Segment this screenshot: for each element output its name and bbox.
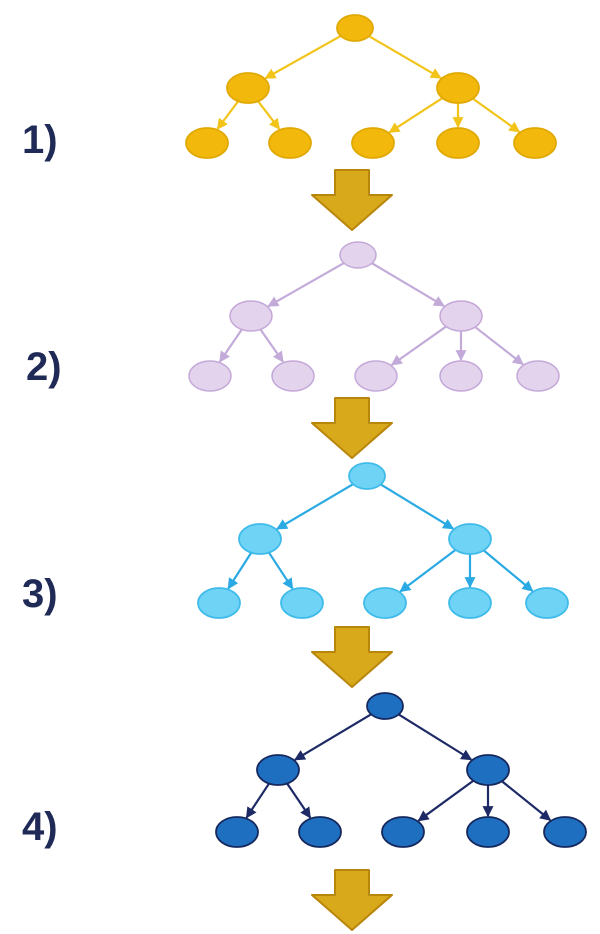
- tree-edge: [245, 782, 270, 819]
- tree-edge: [399, 549, 457, 593]
- down-arrow-icon: [311, 869, 393, 931]
- down-arrow-shape: [311, 869, 393, 931]
- down-arrow-shape: [311, 626, 393, 688]
- tree-internal-node: [256, 754, 300, 786]
- tree-leaf-node: [354, 360, 398, 392]
- tree-internal-node: [466, 754, 510, 786]
- step-label-2: 2): [26, 345, 62, 389]
- tree-leaf-node: [513, 127, 557, 159]
- tree-leaf-node: [298, 816, 342, 848]
- tree-edge: [390, 325, 447, 366]
- tree-edge: [368, 35, 442, 79]
- down-arrow-shape: [311, 169, 393, 231]
- tree-leaf-node: [466, 816, 510, 848]
- tree-edge: [267, 551, 294, 590]
- down-arrow-icon: [311, 169, 393, 231]
- down-arrow-shape: [311, 397, 393, 459]
- tree-edge: [267, 262, 345, 308]
- tree-diagram-3: [197, 462, 569, 619]
- tree-edge: [216, 100, 240, 130]
- down-arrow-icon: [311, 626, 393, 688]
- tree-leaf-node: [271, 360, 315, 392]
- step-4: 4): [22, 692, 587, 849]
- tree-leaf-node: [268, 127, 312, 159]
- tree-edge: [294, 713, 372, 761]
- tree-internal-node: [439, 300, 483, 332]
- step-2: 2): [26, 241, 560, 392]
- tree-root-node: [339, 241, 377, 269]
- tree-leaf-node: [381, 816, 425, 848]
- tree-diagram-4: [215, 692, 587, 848]
- tree-edge: [417, 779, 474, 822]
- tree-leaf-node: [436, 127, 480, 159]
- tree-edge: [218, 328, 243, 363]
- tree-leaf-node: [188, 360, 232, 392]
- tree-edge: [264, 35, 342, 80]
- down-arrow-icon: [311, 397, 393, 459]
- tree-internal-node: [448, 523, 492, 555]
- tree-edge: [472, 97, 521, 133]
- tree-edge: [380, 483, 455, 530]
- tree-leaf-node: [543, 816, 587, 848]
- tree-edge: [482, 549, 534, 592]
- step-1: 1): [22, 14, 557, 162]
- tree-diagram-1: [185, 14, 557, 159]
- tree-edge: [388, 97, 444, 134]
- step-label-4: 4): [22, 805, 58, 849]
- tree-edge: [371, 262, 445, 307]
- tree-root-node: [336, 14, 374, 42]
- tree-internal-node: [436, 72, 480, 104]
- tree-root-node: [366, 692, 404, 720]
- tree-leaf-node: [525, 587, 569, 619]
- tree-leaf-node: [197, 587, 241, 619]
- tree-edge: [474, 326, 524, 366]
- tree-root-node: [348, 462, 386, 490]
- tree-leaf-node: [439, 360, 483, 392]
- step-label-1: 1): [22, 118, 58, 162]
- tree-leaf-node: [215, 816, 259, 848]
- tree-edge: [227, 552, 253, 590]
- tree-internal-node: [238, 523, 282, 555]
- tree-leaf-node: [363, 587, 407, 619]
- tree-internal-node: [229, 300, 273, 332]
- tree-edge: [398, 713, 473, 761]
- tree-internal-node: [226, 72, 270, 104]
- step-3: 3): [22, 462, 569, 619]
- tree-leaf-node: [185, 127, 229, 159]
- tree-leaf-node: [280, 587, 324, 619]
- tree-leaf-node: [351, 127, 395, 159]
- tree-edge: [276, 483, 354, 530]
- tree-edge: [257, 100, 281, 130]
- tree-diagram-2: [188, 241, 560, 392]
- tree-edge: [286, 782, 312, 819]
- tree-leaf-node: [516, 360, 560, 392]
- step-label-3: 3): [22, 572, 58, 616]
- tree-edge: [259, 328, 284, 363]
- tree-leaf-node: [448, 587, 492, 619]
- tree-edge: [501, 780, 552, 822]
